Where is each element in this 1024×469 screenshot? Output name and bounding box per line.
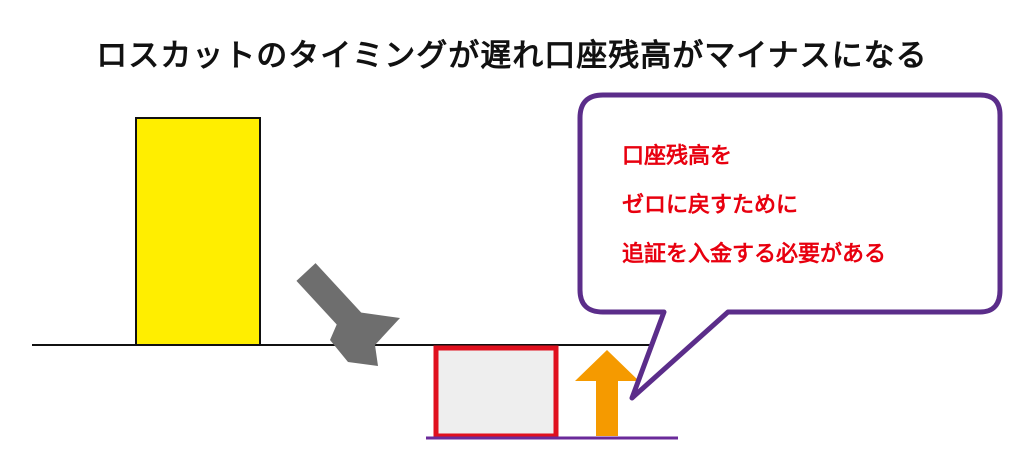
diagram-title: ロスカットのタイミングが遅れ口座残高がマイナスになる [96,38,928,74]
callout-line-2: ゼロに戻すために [622,193,799,218]
diagonal-down-arrow-icon [296,263,400,366]
callout-line-3: 追証を入金する必要がある [622,242,887,267]
up-arrow-icon [575,350,639,436]
callout-bubble [577,92,1003,401]
negative-balance-box [433,345,559,439]
callout-line-1: 口座残高を [622,144,733,169]
positive-balance-bar [135,117,261,346]
